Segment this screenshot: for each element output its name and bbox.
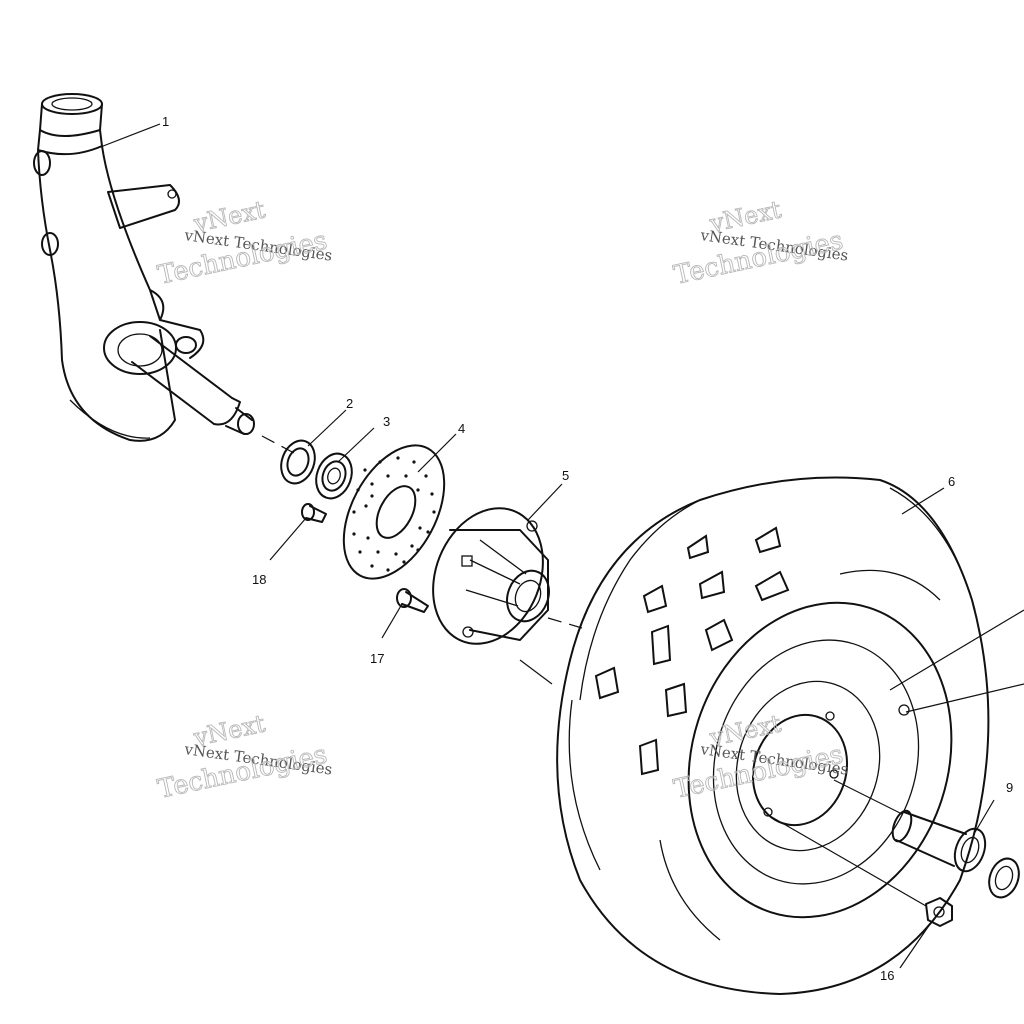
spacer (891, 809, 987, 873)
watermark-bottom-left: vNext vNext Technologies Technologies (155, 709, 334, 805)
callout-1: 1 (162, 114, 169, 129)
callout-6: 6 (948, 474, 955, 489)
callout-3: 3 (383, 414, 390, 429)
callout-17: 17 (370, 651, 384, 666)
outer-bearing (988, 857, 1020, 899)
leader-lines (97, 123, 1024, 969)
tire-tread (594, 526, 790, 776)
watermark-top-left: vNext vNext Technologies Technologies (155, 195, 334, 291)
callout-5: 5 (562, 468, 569, 483)
brake-disc (342, 444, 446, 580)
callout-2: 2 (346, 396, 353, 411)
bolt-17 (396, 588, 429, 613)
callout-18: 18 (252, 572, 266, 587)
bolt-18 (301, 503, 327, 523)
watermark-top-right: vNext vNext Technologies Technologies (671, 195, 850, 291)
callout-16: 16 (880, 968, 894, 983)
callout-9: 9 (1006, 780, 1013, 795)
bearing (315, 452, 353, 500)
wheel-hub (432, 507, 550, 645)
callout-4: 4 (458, 421, 465, 436)
steering-knuckle (33, 93, 255, 442)
seal (280, 439, 316, 485)
lug-nut (925, 897, 953, 927)
